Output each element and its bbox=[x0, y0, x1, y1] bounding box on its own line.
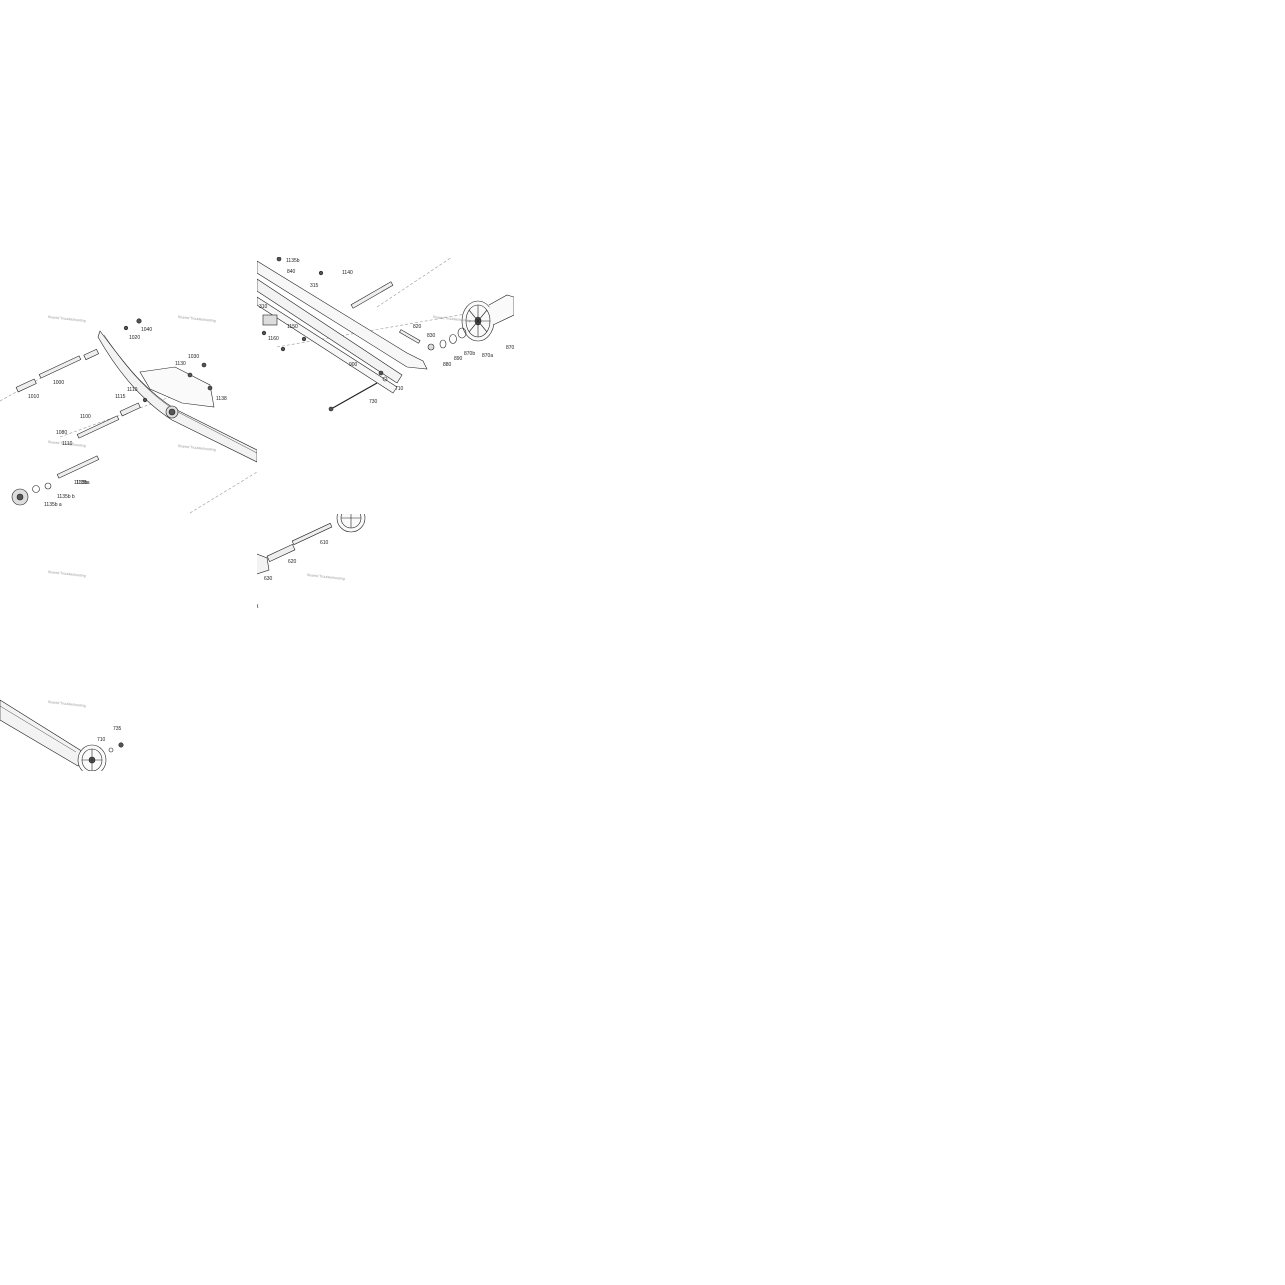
callout-730: 730 bbox=[369, 399, 378, 405]
diagram-tile-cross-shafts: Shared Troubleshooting 610 620 630 bbox=[257, 514, 369, 610]
callout-1130: 1130 bbox=[175, 361, 186, 367]
callout-880: 880 bbox=[443, 362, 452, 368]
callout-1140: 1140 bbox=[342, 270, 353, 276]
callout-1010: 1010 bbox=[28, 394, 40, 400]
callout-735: 735 bbox=[113, 726, 122, 732]
callout-890: 890 bbox=[454, 356, 463, 362]
callout-1135b-a: 1135b a bbox=[44, 502, 62, 508]
callout-1150: 1150 bbox=[287, 324, 298, 330]
watermark: Shared Troubleshooting bbox=[47, 570, 86, 578]
callout-1135b-b: 1135b b bbox=[57, 494, 75, 500]
callout-1040: 1040 bbox=[141, 327, 153, 333]
callout-1160: 1160 bbox=[268, 336, 279, 342]
rear-wheel-drawing bbox=[0, 699, 124, 771]
shaft-1010 bbox=[15, 378, 37, 393]
callout-820: 820 bbox=[413, 324, 422, 330]
wheel-710 bbox=[77, 744, 107, 771]
callout-610: 610 bbox=[320, 540, 329, 546]
diagram-tile-front-rail: Shared Troubleshooting Shared Troublesho… bbox=[0, 257, 257, 514]
diagram-tile-rear-wheel: Shared Troubleshooting 735 710 bbox=[0, 686, 130, 771]
callout-1100: 1100 bbox=[80, 414, 91, 420]
callout-1000: 1000 bbox=[53, 380, 65, 386]
callout-310: 310 bbox=[259, 304, 268, 310]
diagram-tile-blank: Shared Troubleshooting bbox=[0, 514, 257, 610]
callout-315: 315 bbox=[310, 283, 319, 289]
shaft-1000 bbox=[38, 355, 82, 379]
callout-1135a: 1135a bbox=[76, 480, 90, 486]
wheel-870 bbox=[461, 300, 495, 342]
callout-870b: 870b bbox=[464, 351, 476, 357]
diagram-tile-rear-rail: Shared Troubleshooting 1135b 840 315 114… bbox=[257, 257, 514, 514]
callout-1135b: 1135b bbox=[74, 480, 88, 486]
callout-1020: 1020 bbox=[129, 335, 141, 341]
callout-630: 630 bbox=[264, 576, 273, 582]
callout-1115: 1115 bbox=[115, 394, 126, 400]
callout-710: 710 bbox=[395, 386, 404, 392]
callout-830: 830 bbox=[427, 333, 436, 339]
callout-1030: 1030 bbox=[188, 354, 200, 360]
callout-840: 840 bbox=[287, 269, 296, 275]
callout-1110-b: 1110 bbox=[62, 441, 73, 447]
callout-620: 620 bbox=[288, 559, 297, 565]
rear-rail-drawing bbox=[257, 257, 514, 412]
callout-900: 900 bbox=[349, 362, 358, 368]
callout-1138: 1138 bbox=[216, 396, 227, 402]
cross-shafts-drawing bbox=[257, 514, 366, 609]
callout-1080: 1080 bbox=[56, 430, 68, 436]
callout-1135b: 1135b bbox=[286, 258, 300, 264]
callout-870: 870 bbox=[506, 345, 514, 351]
callout-710: 710 bbox=[97, 737, 106, 743]
callout-870a: 870a bbox=[482, 353, 494, 359]
callout-1110: 1110 bbox=[127, 387, 138, 393]
front-rail-drawing bbox=[0, 318, 257, 514]
